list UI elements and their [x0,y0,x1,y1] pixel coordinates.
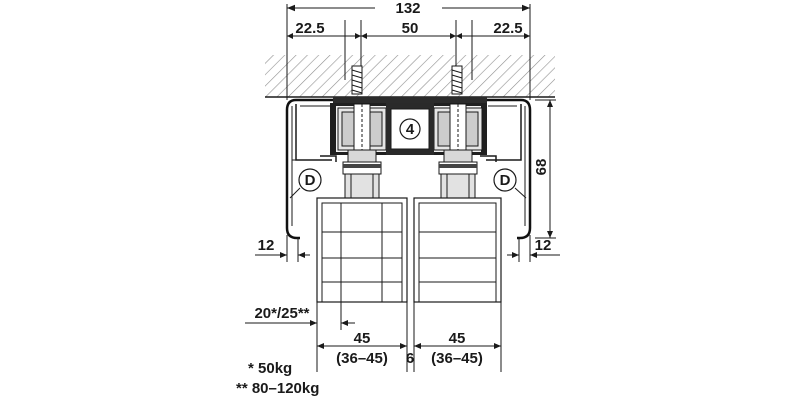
ceiling [265,55,555,98]
left-door-width: 45 [354,330,371,347]
dimension-right-edge: 12 [507,235,560,262]
right-screw [451,65,463,95]
top-extension-lines [286,4,531,100]
dimension-132-label: 132 [395,0,420,17]
dimension-door-thickness: 20*/25** [245,302,355,330]
left-door [316,197,408,303]
callout-right-D: D [493,168,527,199]
center-spacer: 4 [386,103,434,155]
svg-text:D: D [500,172,511,189]
left-door-range: (36–45) [336,350,388,367]
weight-notes: * 50kg ** 80–120kg [236,360,319,397]
left-trolley [337,103,387,199]
door-gap: 6 [406,350,414,367]
right-door-width: 45 [449,330,466,347]
note-single-weight: * 50kg [248,360,292,377]
left-screw [351,65,363,95]
dimension-row-top: 22.5 50 22.5 [287,20,530,39]
dimension-door-widths: 45 (36–45) 45 (36–45) 6 [316,302,502,372]
dimension-right-12: 12 [535,237,552,254]
dimension-left-12: 12 [258,237,275,254]
right-door [413,197,502,303]
right-door-range: (36–45) [431,350,483,367]
dimension-68-label: 68 [533,159,550,176]
dimension-center-spacing: 50 [402,20,419,37]
svg-text:D: D [305,172,316,189]
dimension-height: 68 [533,99,556,239]
note-double-weight: ** 80–120kg [236,380,319,397]
callout-left-D: D [289,168,322,199]
dimension-left-edge: 12 [255,235,310,262]
dimension-right-offset: 22.5 [493,20,522,37]
dimension-thickness-label: 20*/25** [254,305,309,322]
dimension-overall: 132 [287,0,530,17]
callout-4-circle [399,118,421,140]
dimension-left-offset: 22.5 [295,20,324,37]
callout-4-label: 4 [406,121,415,138]
